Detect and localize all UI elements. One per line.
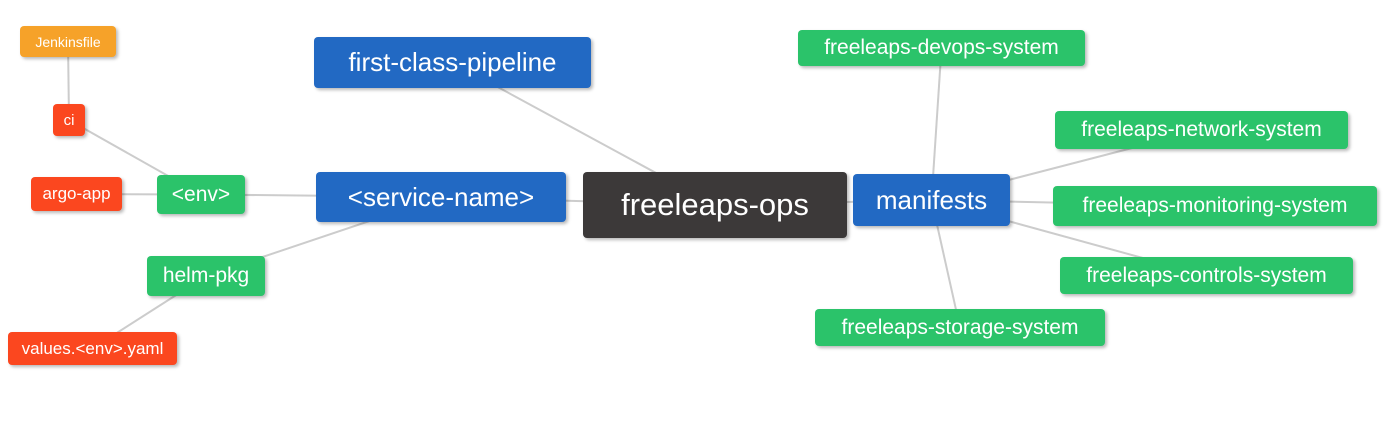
- node-manifests[interactable]: manifests: [853, 174, 1010, 226]
- node-freeleaps-ops[interactable]: freeleaps-ops: [583, 172, 847, 238]
- node-values-env-yaml[interactable]: values.<env>.yaml: [8, 332, 177, 365]
- node-jenkinsfile[interactable]: Jenkinsfile: [20, 26, 116, 57]
- node-monitoring-system[interactable]: freeleaps-monitoring-system: [1053, 186, 1377, 226]
- node-devops-system[interactable]: freeleaps-devops-system: [798, 30, 1085, 66]
- node-env[interactable]: <env>: [157, 175, 245, 214]
- node-network-system[interactable]: freeleaps-network-system: [1055, 111, 1348, 149]
- node-storage-system[interactable]: freeleaps-storage-system: [815, 309, 1105, 346]
- node-first-class-pipeline[interactable]: first-class-pipeline: [314, 37, 591, 88]
- node-controls-system[interactable]: freeleaps-controls-system: [1060, 257, 1353, 294]
- node-service-name[interactable]: <service-name>: [316, 172, 566, 222]
- node-ci[interactable]: ci: [53, 104, 85, 136]
- node-helm-pkg[interactable]: helm-pkg: [147, 256, 265, 296]
- node-argo-app[interactable]: argo-app: [31, 177, 122, 211]
